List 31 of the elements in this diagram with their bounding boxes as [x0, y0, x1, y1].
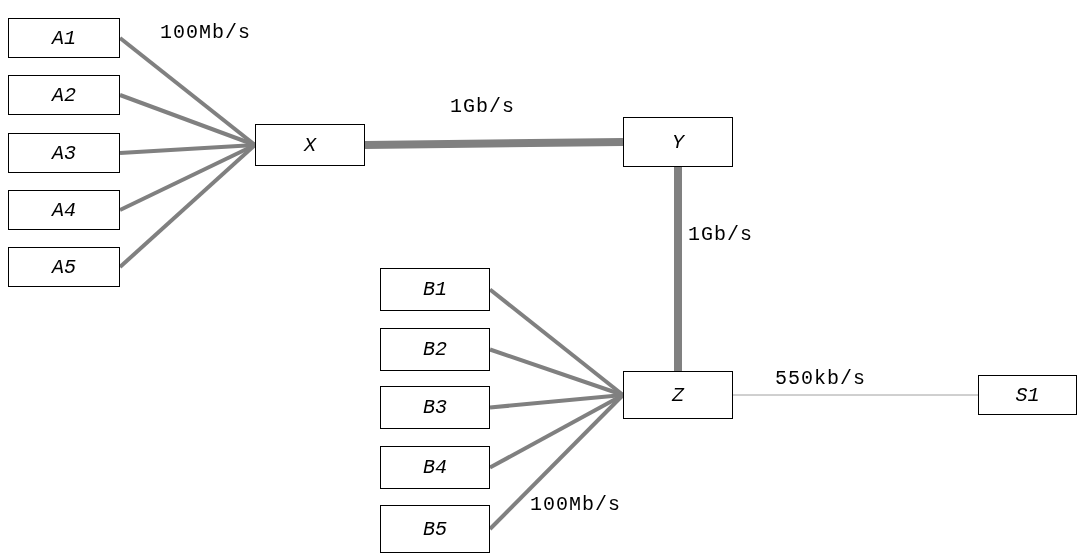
- node-label: S1: [1015, 383, 1040, 407]
- device-box: [978, 375, 1077, 415]
- node-label: B3: [423, 396, 447, 419]
- node-label: Z: [672, 383, 684, 407]
- connection-line: [674, 167, 682, 371]
- node-label: A1: [52, 26, 76, 50]
- device-box: [8, 18, 120, 58]
- device-box: [8, 247, 120, 287]
- node-label: A5: [52, 255, 76, 279]
- device-box: [380, 268, 490, 311]
- connection-line: [364, 138, 624, 149]
- device-box: [8, 190, 120, 230]
- node-label: Y: [672, 130, 684, 154]
- device-box: [380, 446, 490, 489]
- node-label: A2: [52, 83, 76, 107]
- node-label: A4: [52, 198, 76, 222]
- node-label: B1: [423, 278, 447, 301]
- connection-line: [732, 394, 979, 396]
- device-box: [380, 328, 490, 371]
- node-label: B4: [423, 456, 447, 479]
- node-label: X: [304, 133, 316, 157]
- device-box: [8, 133, 120, 173]
- node-label: A3: [52, 141, 76, 165]
- device-box: [380, 386, 490, 429]
- device-box: [623, 117, 733, 167]
- node-label: B2: [423, 338, 447, 361]
- device-box: [623, 371, 733, 419]
- device-box: [255, 124, 365, 166]
- device-box: [8, 75, 120, 115]
- device-box: [380, 505, 490, 553]
- node-label: B5: [423, 517, 447, 541]
